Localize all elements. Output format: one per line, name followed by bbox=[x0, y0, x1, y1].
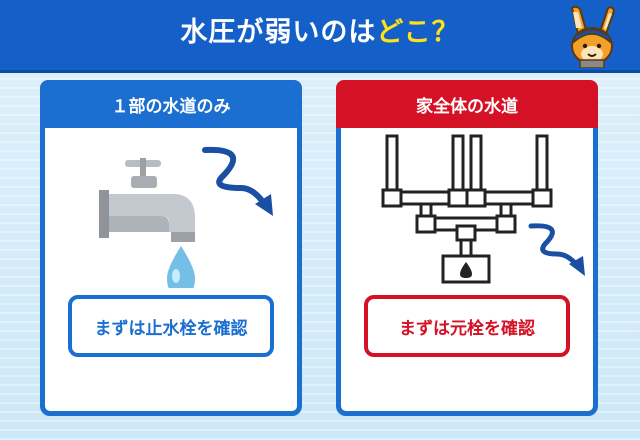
panel-whole-house-water: 家全体の水道 bbox=[336, 80, 598, 416]
header-bar: 水圧が弱いのはどこ？ bbox=[0, 0, 640, 73]
panel-partial-water: １部の水道のみ まずは止水栓を確認 bbox=[40, 80, 302, 416]
check-main-valve-button[interactable]: まずは元栓を確認 bbox=[364, 295, 570, 357]
panel-heading: １部の水道のみ bbox=[40, 80, 302, 128]
panel-heading: 家全体の水道 bbox=[336, 80, 598, 128]
title-main: 水圧が弱いのは bbox=[180, 17, 377, 48]
check-stop-valve-button[interactable]: まずは止水栓を確認 bbox=[68, 295, 274, 357]
rabbit-mascot-icon bbox=[570, 5, 616, 68]
title-accent: どこ？ bbox=[376, 17, 460, 48]
faucet-icon bbox=[99, 146, 273, 288]
page-title: 水圧が弱いのはどこ？ bbox=[0, 10, 640, 49]
pipes-icon bbox=[381, 134, 585, 284]
